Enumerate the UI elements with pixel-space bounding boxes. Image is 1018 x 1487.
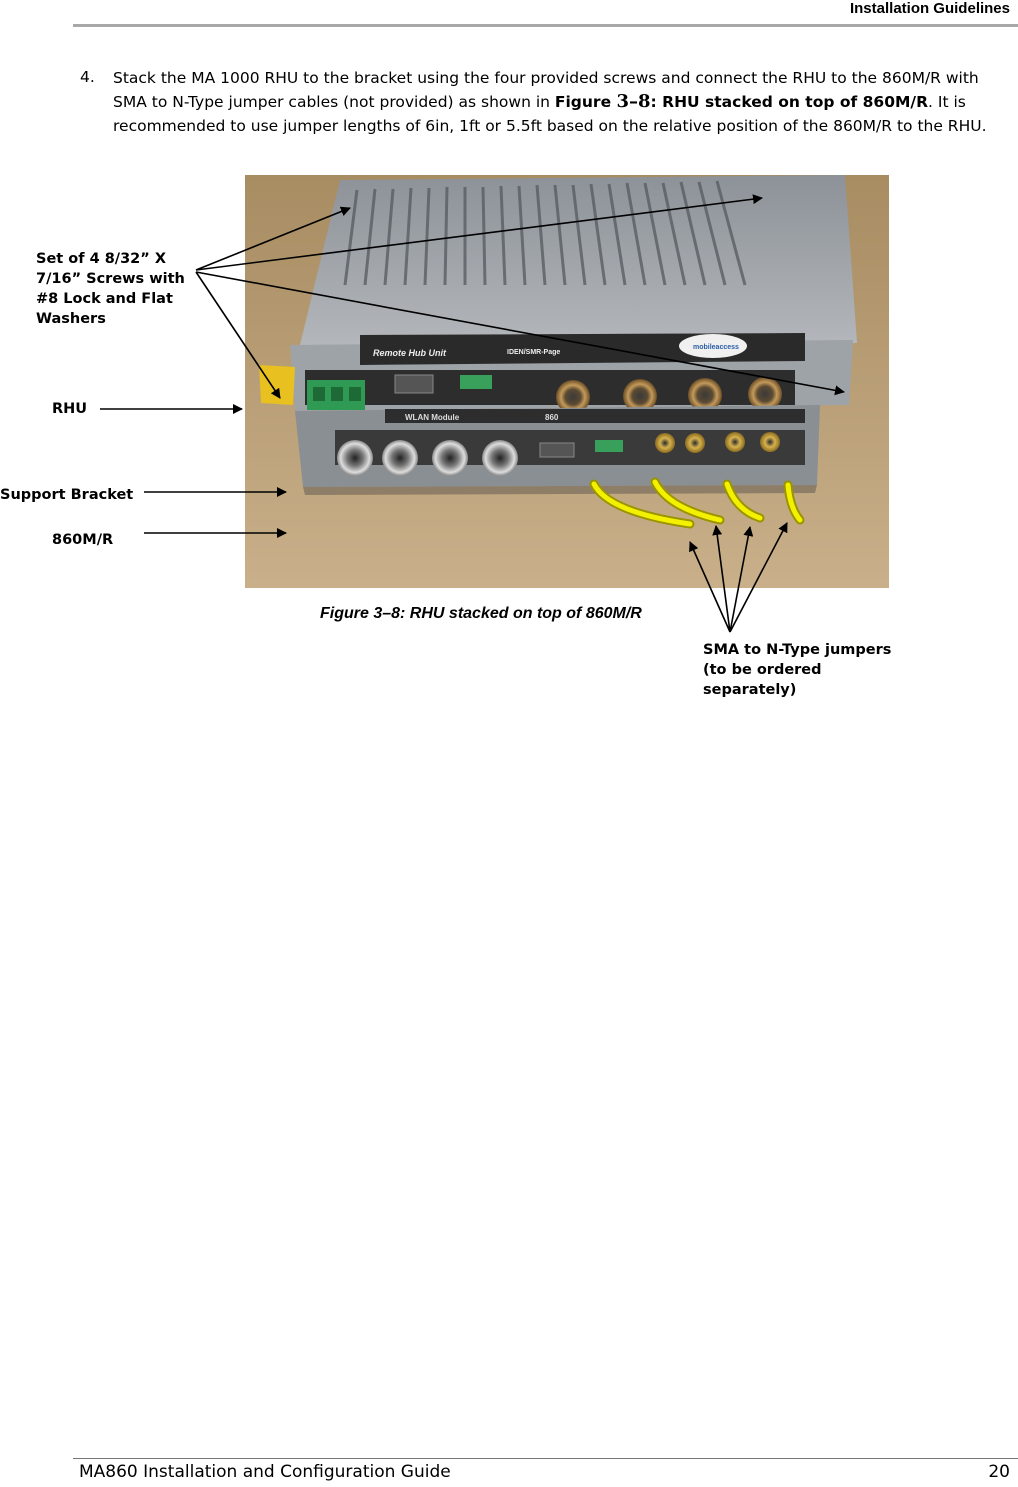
running-header: Installation Guidelines (849, 0, 1010, 17)
screws-callout: Set of 4 8/32” X 7/16” Screws with #8 Lo… (36, 251, 185, 327)
wlan-label: WLAN Module (405, 413, 460, 422)
model-label: 860 (545, 413, 559, 422)
rhu-callout: RHU (52, 401, 88, 417)
page-number: 20 (988, 1462, 1010, 1482)
jumpers-callout: SMA to N-Type jumpers (to be ordered sep… (703, 642, 892, 698)
iden-label: IDEN/SMR-Page (507, 349, 560, 356)
footer-title: MA860 Installation and Configuration Gui… (79, 1462, 451, 1482)
bracket-callout: Support Bracket (0, 487, 134, 503)
rhu-photo: Remote Hub Unit IDEN/SMR-Page mobileacce… (245, 175, 889, 588)
step-number: 4. (80, 68, 95, 86)
figure-reference[interactable]: Figure 3–8: RHU stacked on top of 860M/R (554, 91, 929, 112)
header-rule (73, 24, 1018, 27)
remote-hub-unit-label: Remote Hub Unit (373, 348, 447, 358)
m860-callout: 860M/R (52, 532, 114, 548)
footer-rule (73, 1458, 1018, 1459)
figure-caption: Figure 3–8: RHU stacked on top of 860M/R (320, 605, 642, 622)
step-text-part1: Stack the MA 1000 RHU to the bracket usi… (113, 69, 979, 111)
step-paragraph: Stack the MA 1000 RHU to the bracket usi… (113, 66, 1008, 138)
step-text-part2: . It is recommended to use jumper length… (113, 93, 987, 135)
brand-logo: mobileaccess (693, 344, 739, 351)
